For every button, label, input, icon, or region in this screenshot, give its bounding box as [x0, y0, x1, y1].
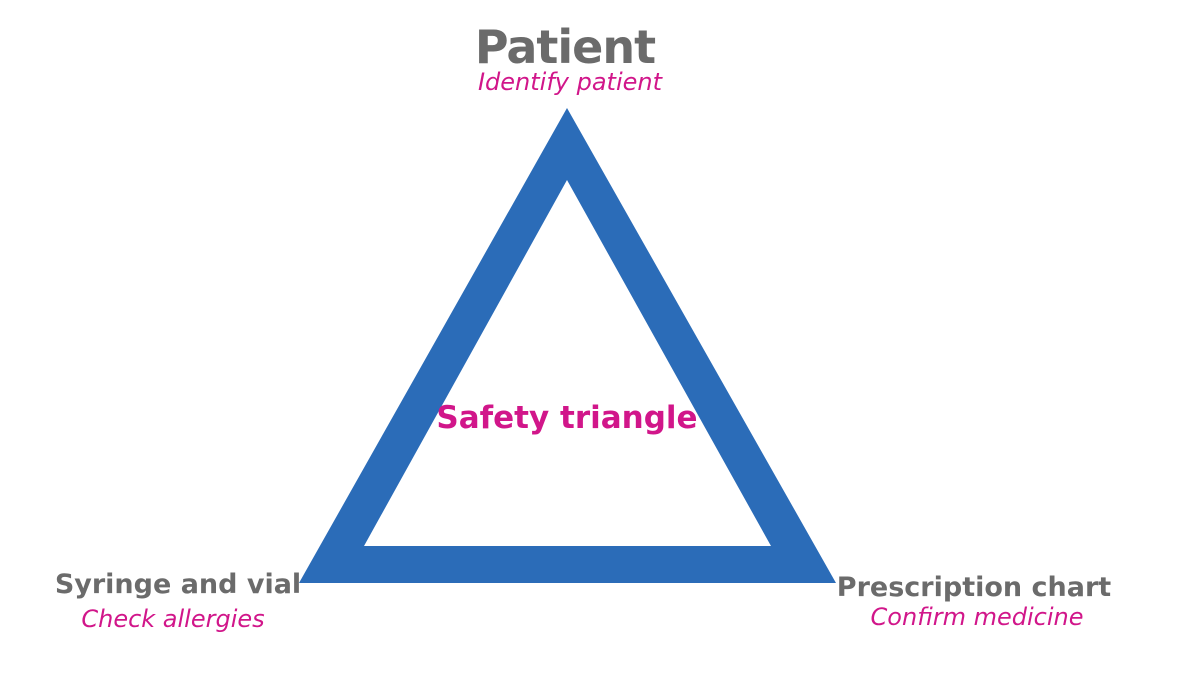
safety-triangle-label: Safety triangle	[436, 400, 698, 436]
syringe-and-vial-subtitle: Check allergies	[81, 605, 265, 633]
prescription-chart-subtitle: Confirm medicine	[870, 603, 1084, 631]
patient-subtitle: Identify patient	[477, 68, 663, 96]
syringe-and-vial-title: Syringe and vial	[54, 569, 302, 600]
prescription-chart-title: Prescription chart	[836, 572, 1112, 603]
patient-title: Patient	[474, 20, 656, 74]
safety-triangle-shape	[299, 108, 836, 583]
